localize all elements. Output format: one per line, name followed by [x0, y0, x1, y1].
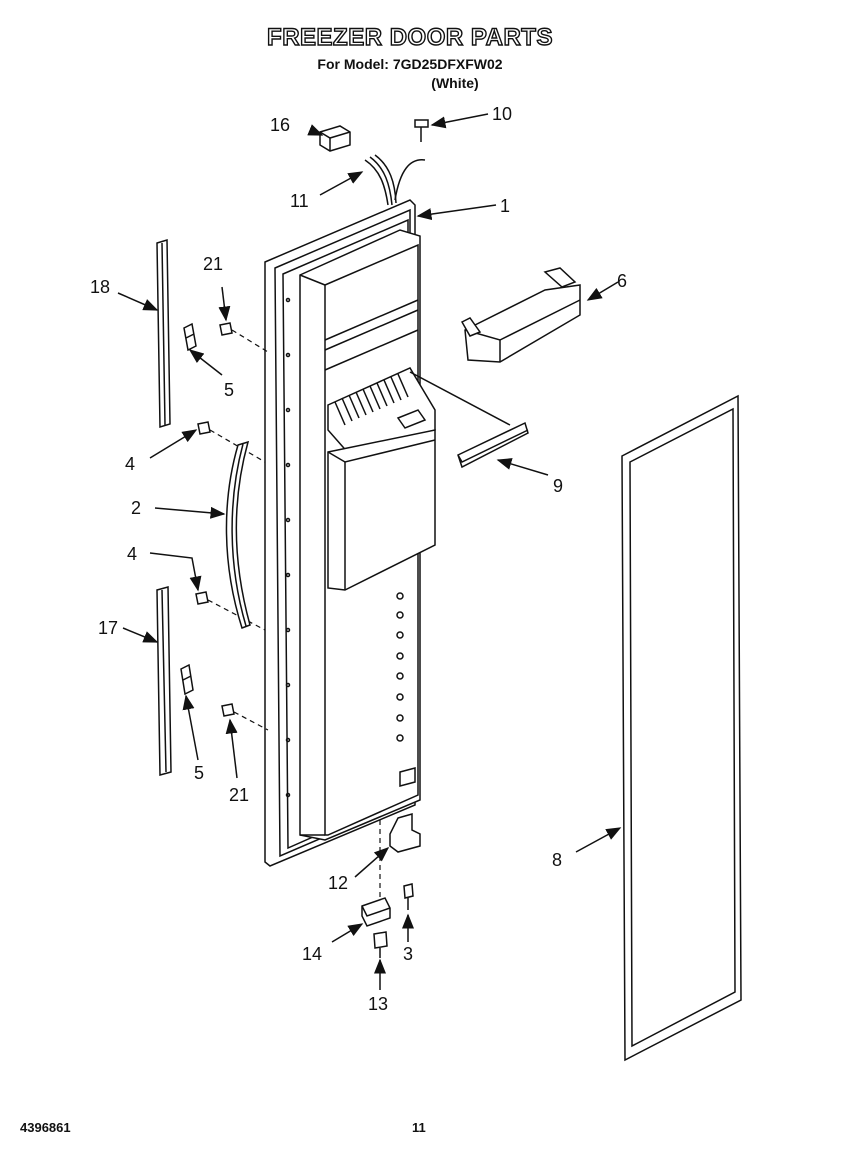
- hinge-bushing: [379, 813, 421, 900]
- callout-16: 16: [270, 115, 290, 135]
- door-handle: [225, 440, 251, 629]
- callout-6: 6: [617, 271, 627, 291]
- callout-5-upper: 5: [224, 380, 234, 400]
- callout-17: 17: [98, 618, 118, 638]
- side-trim-upper: [156, 238, 171, 429]
- clip-lower: [180, 663, 194, 696]
- callout-8: 8: [552, 850, 562, 870]
- screw-part: [414, 119, 429, 142]
- hinge-bracket: [361, 897, 391, 927]
- leader-lines: [117, 113, 622, 990]
- wire-harness: [364, 154, 426, 206]
- diagram-title: FREEZER DOOR PARTS: [266, 23, 553, 51]
- callout-4-lower: 4: [127, 544, 137, 564]
- callout-13: 13: [368, 994, 388, 1014]
- hinge-pin: [373, 931, 388, 958]
- callout-18: 18: [90, 277, 110, 297]
- callout-5-lower: 5: [194, 763, 204, 783]
- callout-21-lower: 21: [229, 785, 249, 805]
- callout-12: 12: [328, 873, 348, 893]
- callout-3: 3: [403, 944, 413, 964]
- model-line: For Model: 7GD25DFXFW02: [317, 56, 503, 72]
- callout-21-upper: 21: [203, 254, 223, 274]
- hinge-screw: [403, 883, 414, 910]
- callout-9: 9: [553, 476, 563, 496]
- connector-part: [319, 125, 351, 152]
- screw-21-upper: [219, 322, 269, 353]
- color-variant: (White): [431, 75, 479, 91]
- screw-4-upper: [197, 421, 266, 463]
- clip-upper: [183, 322, 197, 352]
- screw-21-lower: [221, 703, 269, 731]
- page-number: 11: [412, 1120, 426, 1135]
- trim-strip: [409, 371, 529, 469]
- callout-2: 2: [131, 498, 141, 518]
- callout-11: 11: [290, 191, 309, 211]
- callout-4-upper: 4: [125, 454, 135, 474]
- part-number: 4396861: [20, 1120, 71, 1135]
- door-shelf: [460, 267, 581, 363]
- side-trim-lower: [156, 586, 172, 776]
- screw-4-lower: [195, 591, 266, 631]
- callout-10: 10: [492, 104, 512, 124]
- freezer-door-body: [264, 199, 436, 867]
- callout-14: 14: [302, 944, 322, 964]
- door-gasket: [621, 394, 742, 1062]
- callout-1: 1: [500, 196, 510, 216]
